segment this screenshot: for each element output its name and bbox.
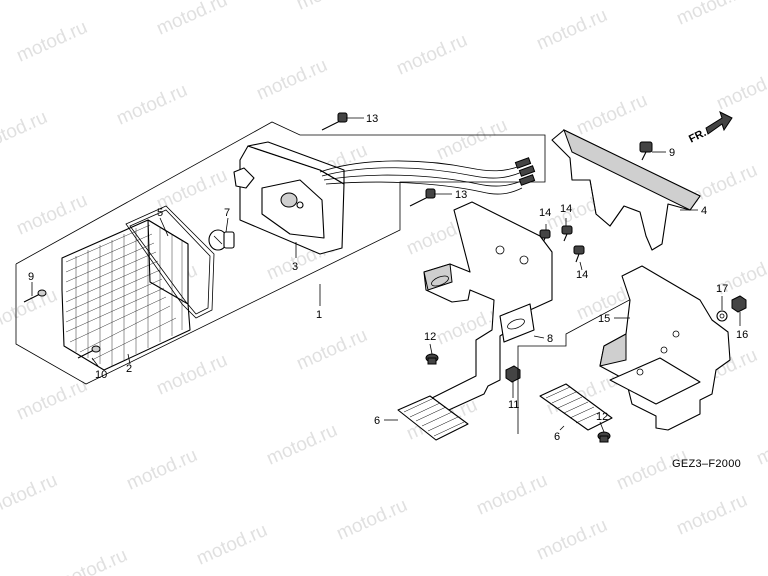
taillight-lens [61,219,191,371]
watermark-text: motod.ru [253,55,330,105]
callout-2: 2 [126,363,132,375]
watermark-text: motod.ru [13,375,90,425]
callout-13-lower: 13 [455,189,467,201]
front-direction-arrow [705,111,733,135]
watermark-text: motod.ru [53,545,130,576]
watermark-text: motod.ru [0,107,51,157]
bracket-variant-outline [517,289,649,434]
front-direction-label: FR. [687,127,708,146]
callout-12-right: 12 [596,411,608,423]
callout-14-c: 14 [576,269,588,281]
bolt-13-lower [409,188,436,207]
watermark-text: motod.ru [263,420,340,470]
watermark-text: motod.ru [123,445,200,495]
callout-8: 8 [547,333,553,345]
leader-lines [31,117,741,433]
watermark-text: motod.ru [153,0,230,40]
callout-6-left: 6 [374,415,380,427]
bolt-12-left [425,353,439,365]
reflector-left [397,395,469,441]
nut-11 [505,365,521,383]
watermark-text: motod.ru [753,420,768,470]
lens-gasket [125,205,215,319]
watermark-text: motod.ru [193,520,270,570]
reflector-bracket [599,265,731,431]
callout-4: 4 [701,205,707,217]
callout-13-upper: 13 [366,113,378,125]
callout-14-b: 14 [560,203,572,215]
callout-12-left: 12 [424,331,436,343]
callout-9-lower: 10 [95,369,107,381]
taillight-housing [233,141,345,255]
watermark-text: motod.ru [293,325,370,375]
watermark-text: motod.ru [153,165,230,215]
watermark-text: motod.ru [13,17,90,67]
callout-11: 11 [508,399,519,411]
callout-6-right: 6 [554,431,560,443]
watermark-text: motod.ru [673,0,750,30]
watermark-text: motod.ru [713,65,768,115]
watermark-text: motod.ru [333,495,410,545]
watermark-text: motod.ru [573,90,650,140]
watermark-text: motod.ru [0,470,61,520]
callout-7: 7 [224,207,230,219]
bolt-13-upper [321,112,348,131]
watermark-text: motod.ru [13,190,90,240]
callout-1: 1 [316,309,322,321]
callout-3: 3 [292,261,298,273]
screw-9-upper [23,289,47,303]
callout-labels: 13 13 9 4 5 7 3 1 2 9 10 14 14 14 8 11 1… [28,113,748,443]
watermark-text: motod.ru [433,115,510,165]
watermark-text: motod.ru [533,5,610,55]
callout-16: 16 [736,329,748,341]
callout-15: 15 [598,313,610,325]
bolt-12-right [597,431,611,443]
callout-5: 5 [157,207,163,219]
wiring-harness [319,157,536,195]
rear-fender-cover [551,129,701,251]
watermark-text: motod.ru [153,350,230,400]
reflector-right [539,383,613,431]
diagram-code: GEZ3–F2000 [672,458,741,470]
bulb [208,229,235,251]
watermark-text: motod.ru [0,285,61,335]
washer-17 [716,310,728,322]
watermark-text: motod.ru [533,515,610,565]
watermark-text: motod.ru [673,490,750,540]
watermark-text: motod.ru [293,0,370,15]
bolt-14-c [573,245,585,263]
watermark-text: motod.ru [113,80,190,130]
callout-17: 17 [716,283,728,295]
bolt-14-b [561,225,573,242]
nut-16 [731,295,747,313]
taillight-assembly-outline [15,121,546,385]
callout-9-upper: 9 [28,271,34,283]
callout-14-a: 14 [539,207,551,219]
bolt-10 [639,141,653,161]
screw-9-lower [77,345,101,359]
watermark-text: motod.ru [473,470,550,520]
watermark-text: motod.ru [393,30,470,80]
callout-10: 9 [669,147,675,159]
